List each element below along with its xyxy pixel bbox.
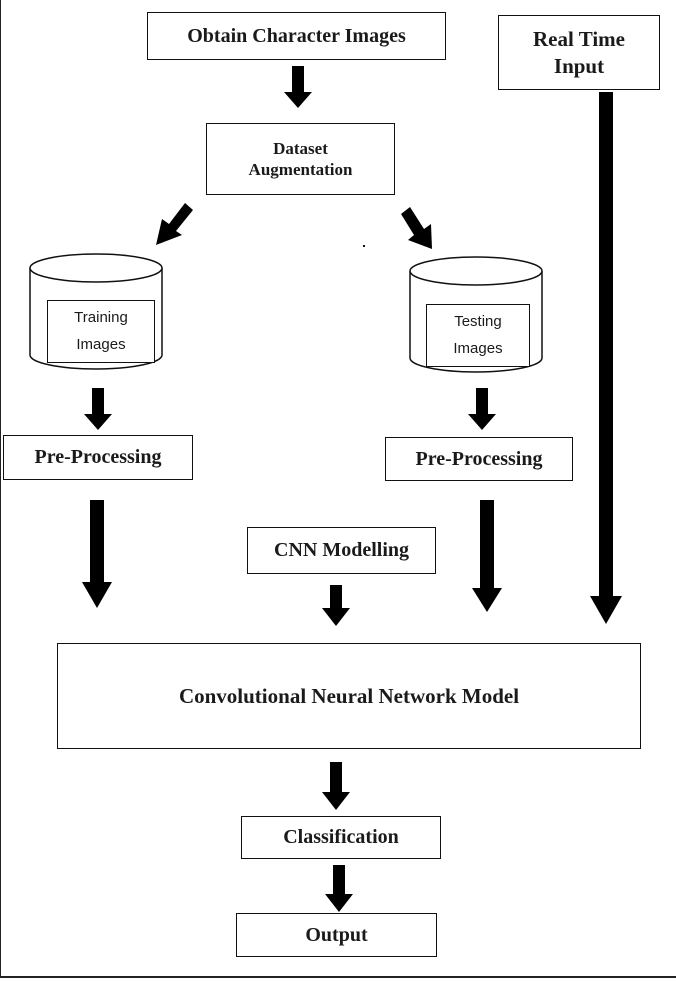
stray-dot: [363, 245, 365, 247]
classification-label: Classification: [283, 826, 399, 848]
training-images-label: Training Images: [74, 309, 128, 353]
cnn-model-box: Convolutional Neural Network Model: [57, 643, 641, 749]
pre-processing-left-label: Pre-Processing: [34, 446, 162, 468]
pre-processing-right-box: Pre-Processing: [385, 437, 573, 481]
arrow-model-to-classification: [322, 762, 350, 810]
pre-processing-left-box: Pre-Processing: [3, 435, 193, 480]
arrow-classification-to-output: [325, 865, 353, 912]
testing-images-label: Testing Images: [453, 313, 503, 357]
arrow-preprocess-left-to-model: [82, 500, 112, 608]
testing-images-label-box: Testing Images: [426, 304, 530, 367]
obtain-character-images-box: Obtain Character Images: [147, 12, 446, 60]
arrow-preprocess-right-to-model: [472, 500, 502, 612]
arrow-testing-to-preprocess: [468, 388, 496, 430]
cnn-modelling-label: CNN Modelling: [274, 539, 409, 561]
classification-box: Classification: [241, 816, 441, 859]
training-images-label-box: Training Images: [47, 300, 155, 363]
dataset-augmentation-box: Dataset Augmentation: [206, 123, 395, 195]
obtain-character-images-label: Obtain Character Images: [187, 24, 406, 47]
cnn-model-label: Convolutional Neural Network Model: [178, 683, 520, 708]
arrow-obtain-to-augmentation: [284, 66, 312, 108]
cnn-modelling-box: CNN Modelling: [247, 527, 436, 574]
real-time-input-box: Real Time Input: [498, 15, 660, 90]
pre-processing-right-label: Pre-Processing: [415, 447, 543, 470]
output-box: Output: [236, 913, 437, 957]
arrow-realtime-to-model: [590, 92, 622, 624]
arrow-augmentation-to-testing: [401, 207, 432, 249]
arrow-augmentation-to-training: [156, 203, 193, 245]
output-label: Output: [305, 923, 368, 946]
arrow-training-to-preprocess: [84, 388, 112, 430]
real-time-input-label: Real Time Input: [533, 27, 625, 78]
arrow-cnn-modelling-to-model: [322, 585, 350, 626]
dataset-augmentation-label: Dataset Augmentation: [248, 138, 353, 179]
